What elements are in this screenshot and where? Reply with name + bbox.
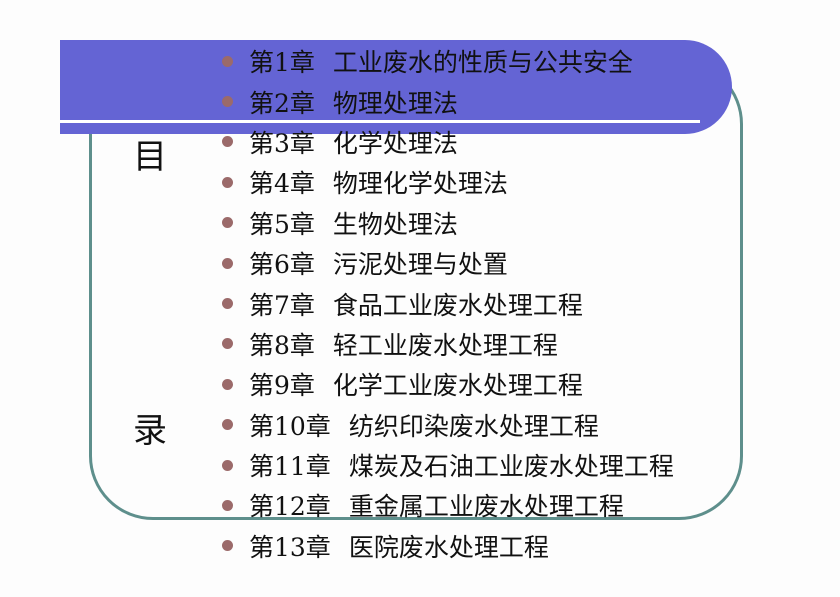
chapter-number: 第10章: [249, 411, 331, 441]
chapter-number: 第2章: [249, 88, 315, 118]
chapter-number: 第13章: [249, 532, 331, 562]
bullet-icon: [222, 257, 233, 269]
toc-item-chapter-11: 第11章 煤炭及石油工业废水处理工程: [222, 445, 674, 485]
bullet-icon: [222, 176, 233, 188]
toc-item-chapter-8: 第8章 轻工业废水处理工程: [222, 324, 674, 364]
chapter-number: 第11章: [249, 452, 331, 482]
chapter-title: 医院废水处理工程: [348, 532, 549, 562]
chapter-title: 重金属工业废水处理工程: [348, 492, 624, 522]
chapter-number: 第6章: [249, 250, 315, 280]
toc-item-chapter-2: 第2章 物理处理法: [222, 81, 674, 121]
chapter-number: 第8章: [249, 330, 315, 360]
banner-divider-line: [60, 120, 700, 123]
bullet-icon: [222, 499, 233, 511]
toc-item-chapter-9: 第9章 化学工业废水处理工程: [222, 364, 674, 404]
chapter-title: 污泥处理与处置: [332, 250, 508, 280]
chapter-title: 食品工业废水处理工程: [332, 290, 583, 320]
chapter-title: 物理化学处理法: [332, 169, 508, 199]
toc-item-chapter-4: 第4章 物理化学处理法: [222, 162, 674, 202]
bullet-icon: [222, 96, 233, 108]
bullet-icon: [222, 55, 233, 67]
chapter-title: 轻工业废水处理工程: [332, 330, 558, 360]
chapter-number: 第4章: [249, 169, 315, 199]
title-banner: [60, 40, 732, 134]
chapter-title: 煤炭及石油工业废水处理工程: [348, 452, 674, 482]
side-title-top-char: 目: [133, 137, 167, 177]
chapter-number: 第7章: [249, 290, 315, 320]
bullet-icon: [222, 217, 233, 229]
toc-item-chapter-1: 第1章 工业废水的性质与公共安全: [222, 41, 674, 81]
bullet-icon: [222, 459, 233, 471]
chapter-number: 第1章: [249, 48, 315, 78]
bullet-icon: [222, 419, 233, 431]
toc-item-chapter-6: 第6章 污泥处理与处置: [222, 243, 674, 283]
chapter-title: 化学处理法: [332, 128, 458, 158]
toc-item-chapter-10: 第10章 纺织印染废水处理工程: [222, 405, 674, 445]
chapter-title: 化学工业废水处理工程: [332, 371, 583, 401]
toc-item-chapter-12: 第12章 重金属工业废水处理工程: [222, 485, 674, 525]
bullet-icon: [222, 298, 233, 310]
toc-item-chapter-3: 第3章 化学处理法: [222, 122, 674, 162]
table-of-contents: 第1章 工业废水的性质与公共安全 第2章 物理处理法 第3章 化学处理法 第4章…: [222, 41, 674, 566]
chapter-number: 第5章: [249, 209, 315, 239]
side-title-bottom-char: 录: [133, 411, 167, 451]
bullet-icon: [222, 378, 233, 390]
bullet-icon: [222, 338, 233, 350]
chapter-title: 工业废水的性质与公共安全: [332, 48, 633, 78]
toc-item-chapter-7: 第7章 食品工业废水处理工程: [222, 283, 674, 323]
chapter-title: 生物处理法: [332, 209, 458, 239]
toc-item-chapter-5: 第5章 生物处理法: [222, 203, 674, 243]
chapter-title: 物理处理法: [332, 88, 458, 118]
chapter-title: 纺织印染废水处理工程: [348, 411, 599, 441]
chapter-number: 第3章: [249, 128, 315, 158]
chapter-number: 第9章: [249, 371, 315, 401]
chapter-number: 第12章: [249, 492, 331, 522]
bullet-icon: [222, 540, 233, 552]
bullet-icon: [222, 136, 233, 148]
toc-item-chapter-13: 第13章 医院废水处理工程: [222, 526, 674, 566]
